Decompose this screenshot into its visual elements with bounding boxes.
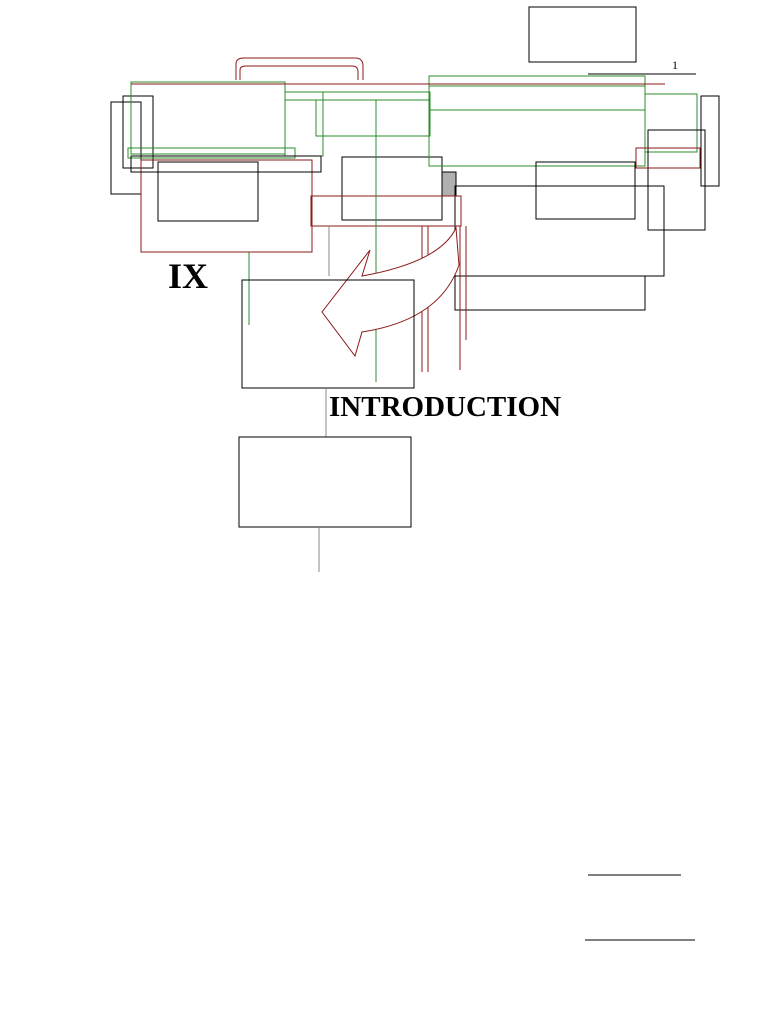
chapter-number: IX: [168, 256, 209, 296]
left-green-box-2: [127, 147, 296, 159]
red-rounded-frame: [235, 57, 364, 80]
curved-arrow: [321, 226, 460, 358]
right-green-box: [428, 75, 646, 167]
left-black-box-2: [122, 95, 154, 169]
right-black-box-5: [454, 275, 646, 311]
right-black-box-2: [700, 95, 720, 187]
red-rounded-frame-inner: [239, 65, 359, 80]
footnote-marker: 1: [672, 58, 678, 72]
lower-box-2: [238, 436, 412, 528]
center-red-bar: [310, 195, 462, 227]
center-green-box-1: [315, 99, 431, 137]
right-green-box-2: [644, 93, 698, 153]
left-green-box: [130, 81, 286, 155]
chapter-title: INTRODUCTION: [329, 391, 562, 423]
left-black-mid: [130, 155, 322, 173]
top-small-box: [528, 6, 637, 63]
center-green-box-2: [284, 91, 431, 101]
left-inner-box: [157, 161, 259, 222]
left-green-box-3: [284, 91, 324, 157]
right-red-box: [635, 147, 701, 169]
right-black-box-1: [535, 161, 636, 220]
left-red-frame: [140, 159, 313, 253]
right-black-box-3: [647, 129, 706, 231]
center-black-box: [341, 156, 443, 221]
lower-box-1: [241, 279, 415, 389]
right-black-box-4: [454, 185, 665, 277]
center-grey-fill: [441, 171, 457, 197]
